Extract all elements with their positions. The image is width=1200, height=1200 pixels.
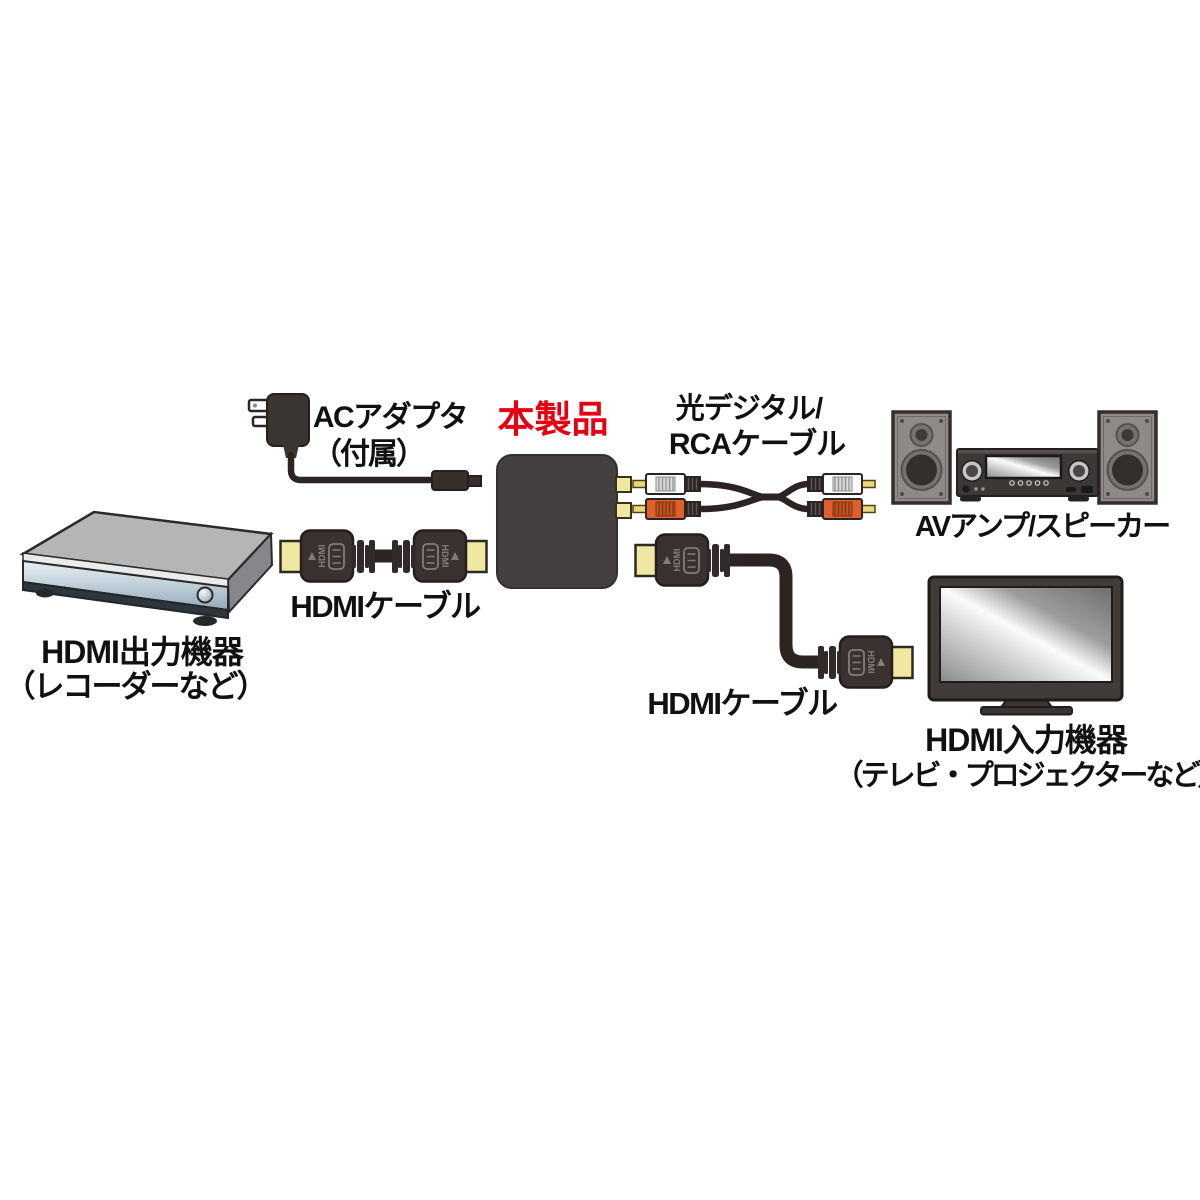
optical-rca-label-line2: RCAケーブル bbox=[668, 428, 846, 461]
optical-rca-label-line1: 光デジタル/ bbox=[675, 393, 823, 425]
hdmi-cable-left: HDMI HDMI bbox=[279, 529, 488, 583]
source-device-note: （レコーダーなど） bbox=[4, 669, 268, 704]
hdmi-plug bbox=[634, 533, 732, 587]
sink-device-label: HDMI入力機器 bbox=[925, 722, 1128, 758]
ac-adapter-note: （付属） bbox=[312, 438, 426, 471]
ac-adapter bbox=[247, 393, 482, 491]
speaker-left bbox=[891, 410, 952, 505]
ac-adapter-label: ACアダプタ bbox=[312, 401, 469, 434]
sink-device-note: （テレビ・プロジェクターなど） bbox=[834, 760, 1200, 792]
hdmi-plug-text: HDMI bbox=[317, 545, 327, 568]
hdmi-cable-left-label: HDMIケーブル bbox=[290, 589, 481, 624]
rca-plug-orange-right bbox=[806, 498, 876, 520]
hdmi-cable-bottom-label: HDMIケーブル bbox=[647, 686, 838, 721]
hdmi-plug-text: HDMI bbox=[866, 651, 876, 674]
rca-plug-white-right bbox=[806, 473, 876, 495]
hdmi-plug bbox=[816, 635, 914, 689]
tv-device bbox=[927, 575, 1124, 716]
optical-rca-cable bbox=[632, 473, 876, 520]
hdmi-plug bbox=[279, 529, 377, 583]
hdmi-plug-text: HDMI bbox=[672, 549, 682, 572]
speaker-right bbox=[1097, 410, 1158, 505]
av-system-label: AVアンプ/スピーカー bbox=[914, 511, 1171, 543]
hdmi-cable-bottom: HDMI HDMI bbox=[634, 533, 914, 689]
source-device-label: HDMI出力機器 bbox=[41, 634, 244, 670]
hdmi-plug bbox=[390, 529, 488, 583]
av-amp-speaker-set bbox=[891, 410, 1158, 505]
receiver-display bbox=[984, 454, 1063, 480]
product-converter-box bbox=[496, 454, 632, 589]
av-receiver bbox=[956, 448, 1099, 502]
recorder-power-button bbox=[196, 586, 214, 604]
tv-screen bbox=[939, 586, 1113, 683]
hdmi-plug-text: HDMI bbox=[440, 545, 450, 568]
rca-plug-white-left bbox=[632, 473, 702, 495]
dc-plug bbox=[431, 470, 469, 491]
recorder-device bbox=[19, 510, 274, 626]
product-label: 本製品 bbox=[497, 399, 609, 440]
rca-plug-orange-left bbox=[632, 498, 702, 520]
rca-jack-red bbox=[615, 502, 632, 519]
rca-jack-white bbox=[615, 476, 632, 493]
